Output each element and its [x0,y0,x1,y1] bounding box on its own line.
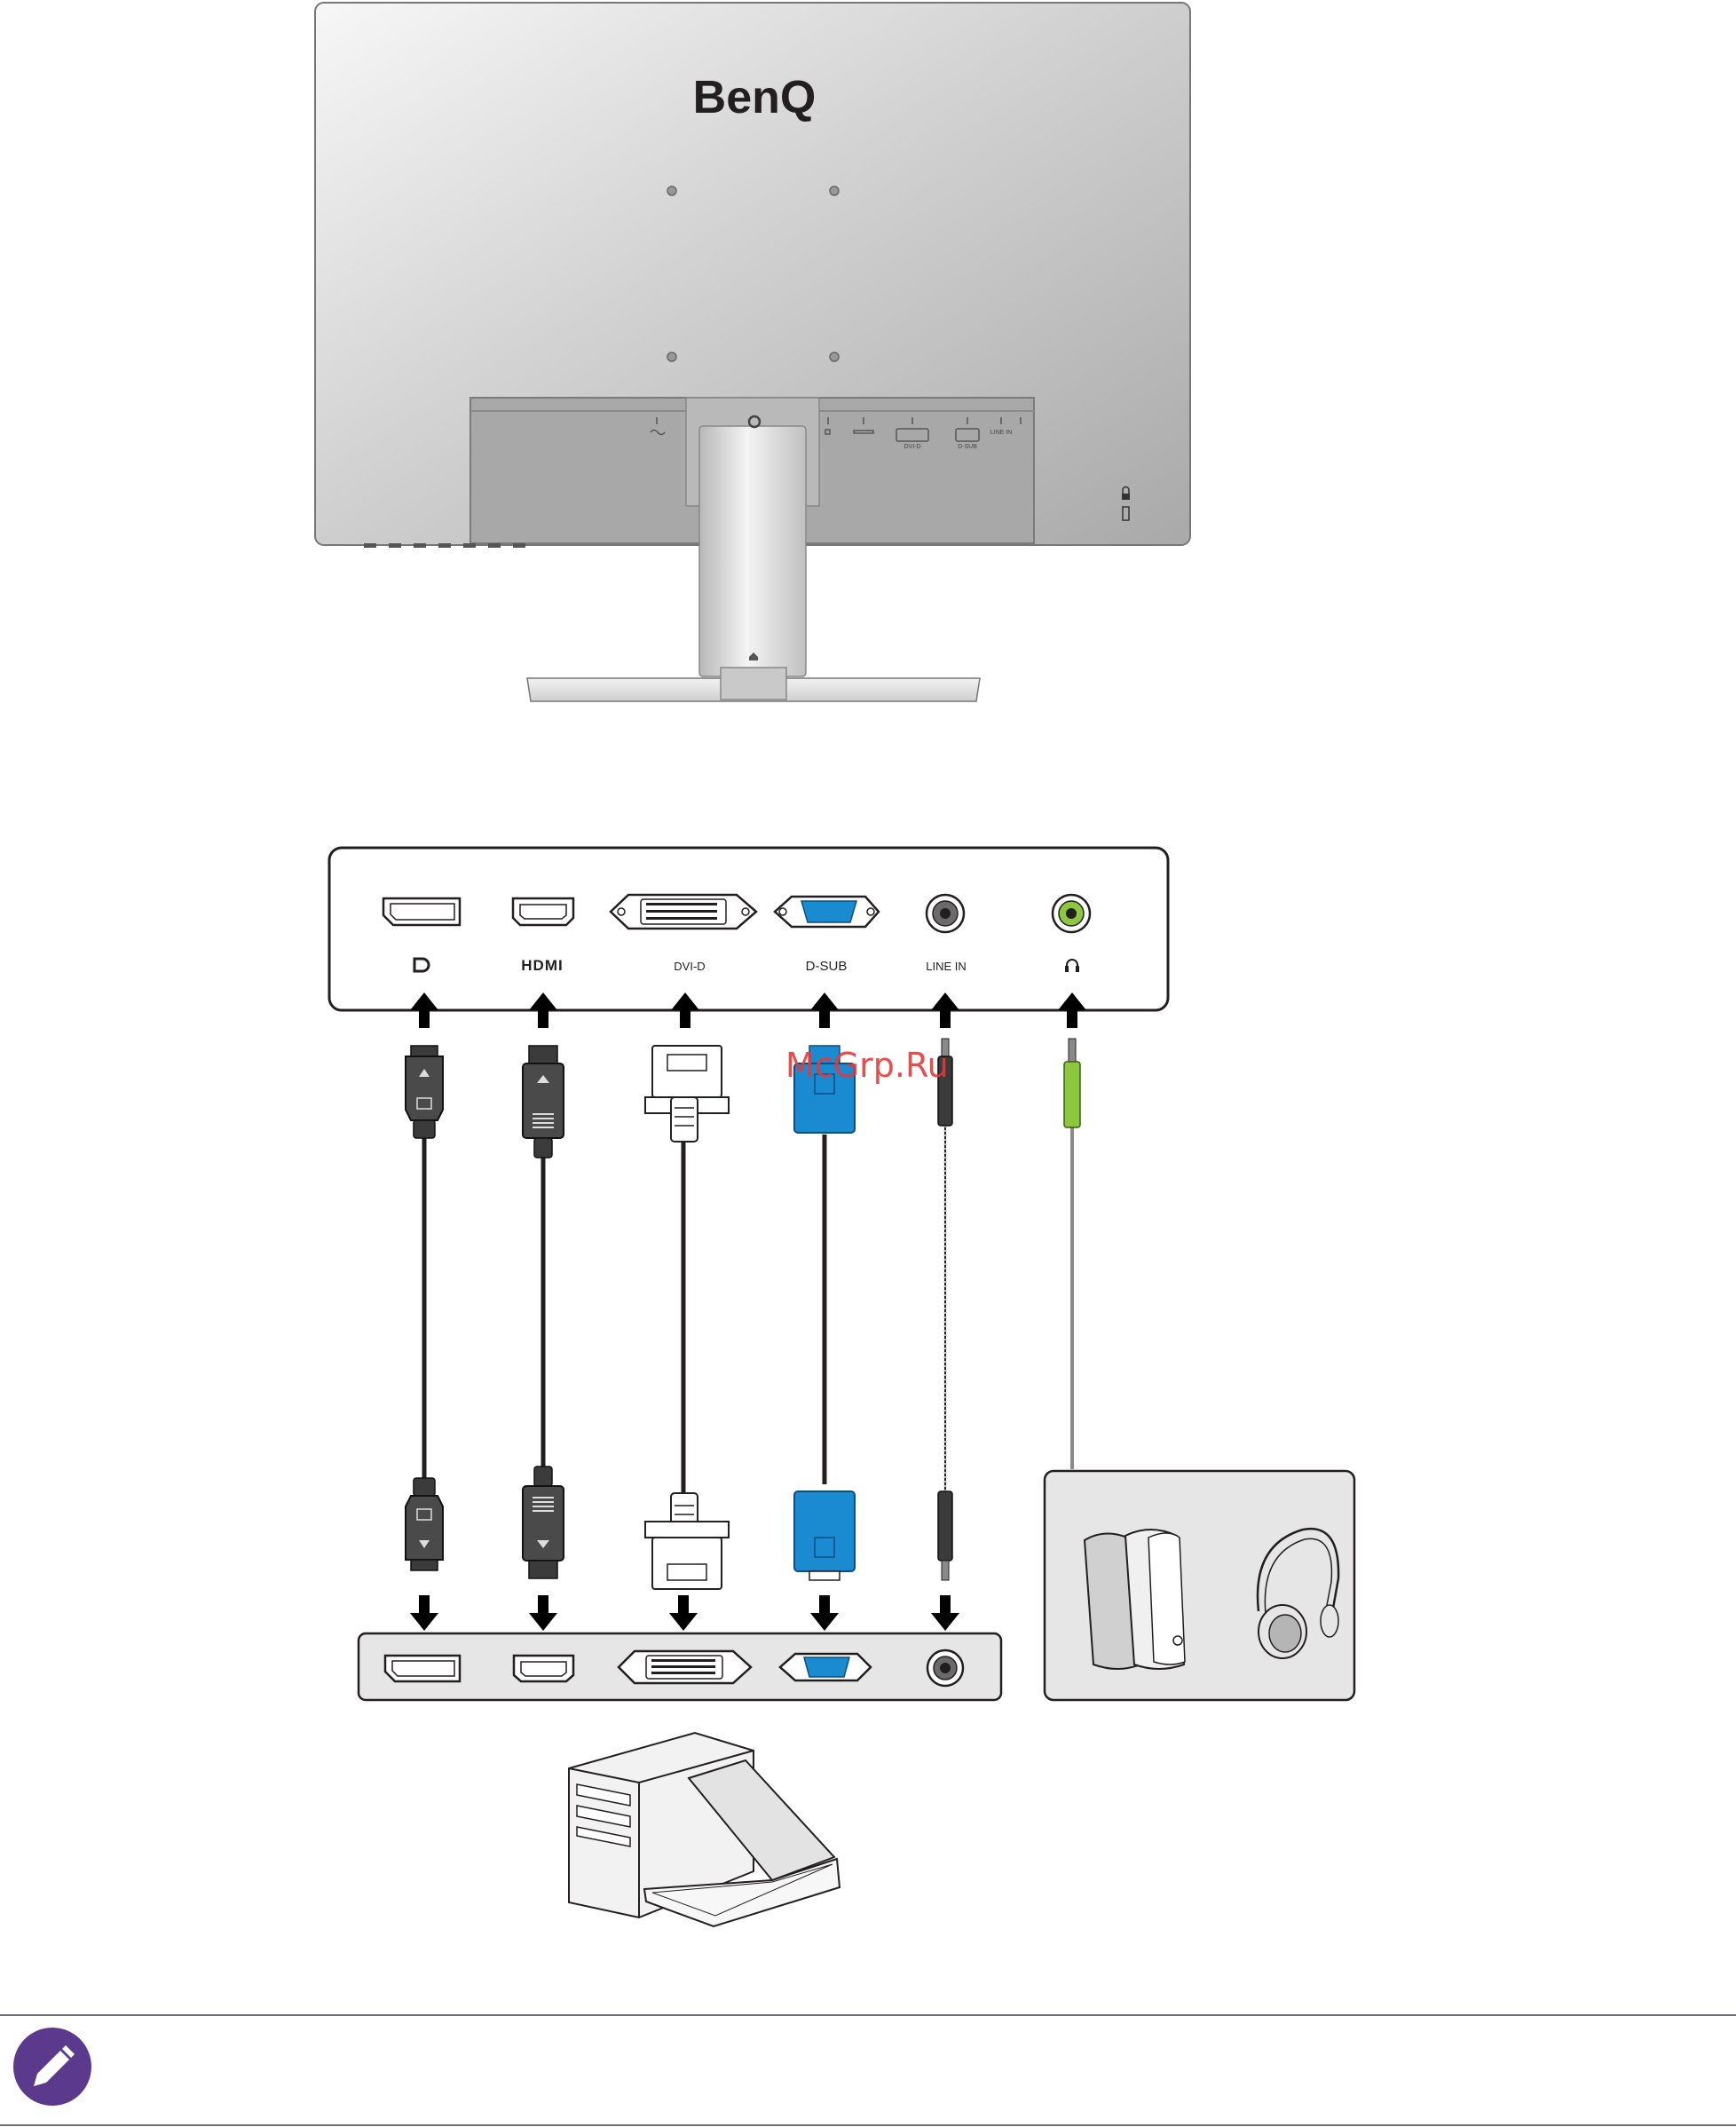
audio-devices-panel [1045,1471,1354,1700]
rear-label-dsub: D-SUB [958,444,977,450]
speakers-illustration [1085,1530,1185,1669]
computer-port-displayport [385,1656,460,1681]
port-label-line-in: LINE IN [926,960,967,973]
rear-label-linein: LINE IN [990,430,1013,436]
dsub-cable [794,1046,855,1580]
brand-logo: BenQ [693,72,817,123]
hdmi-cable [523,1046,564,1578]
displayport-cable [406,1046,443,1570]
monitor-port-dvi [611,895,756,929]
computer-port-hdmi [514,1656,573,1681]
computer-port-audio [927,1650,963,1686]
computer-illustration [569,1733,840,1926]
monitor-port-headphone [1053,895,1090,932]
port-label-hdmi: HDMI [521,957,563,974]
monitor-port-displayport [383,898,460,925]
computer-port-panel [359,1633,1001,1700]
note-section [0,2015,1736,2125]
computer-port-dsub [780,1654,871,1680]
monitor-port-dsub [775,897,879,927]
watermark: McGrp.Ru [785,1046,949,1085]
note-pencil-icon [13,2028,91,2106]
arrows-to-computer [410,1595,959,1631]
headphone-cable [1064,1039,1080,1469]
dvi-cable [645,1046,729,1589]
line-in-cable [938,1039,952,1580]
monitor-rear-view: BenQ DVI-D D-SUB LINE IN [315,3,1190,701]
port-label-dsub: D-SUB [806,959,848,974]
monitor-port-hdmi [513,898,573,925]
port-label-dvi: DVI-D [674,960,705,973]
monitor-port-panel: HDMI DVI-D D-SUB LINE IN [329,848,1168,1010]
rear-label-dvi: DVI-D [904,444,920,450]
monitor-port-line-in [927,895,964,932]
computer-port-dvi [619,1651,751,1683]
